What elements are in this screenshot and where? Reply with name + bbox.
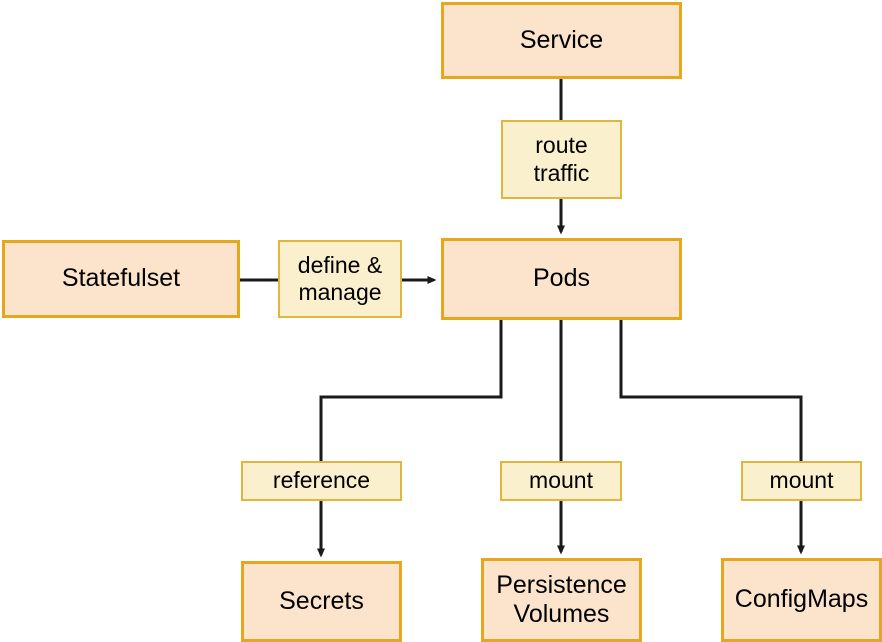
edge-label-route-traffic[interactable]: route traffic: [501, 120, 622, 199]
node-service[interactable]: Service: [441, 2, 682, 79]
edge-label-route-traffic-text: route traffic: [533, 132, 590, 186]
node-service-label: Service: [519, 25, 604, 54]
edge-label-define-manage[interactable]: define & manage: [278, 240, 402, 318]
edge-label-mount-cm[interactable]: mount: [741, 461, 862, 501]
node-configmaps[interactable]: ConfigMaps: [721, 558, 882, 642]
node-pods-label: Pods: [533, 264, 590, 293]
edge-label-define-manage-text: define & manage: [297, 251, 383, 305]
edge-pods-to-configmaps: [619, 320, 805, 555]
node-statefulset-label: Statefulset: [61, 264, 181, 293]
edge-label-mount-pv-text: mount: [529, 467, 593, 494]
node-configmaps-label: ConfigMaps: [734, 585, 869, 614]
node-secrets[interactable]: Secrets: [241, 561, 402, 642]
edge-label-reference[interactable]: reference: [241, 461, 402, 501]
node-persistence-volumes[interactable]: Persistence Volumes: [481, 558, 642, 642]
node-secrets-label: Secrets: [279, 586, 364, 615]
edge-label-mount-pv[interactable]: mount: [500, 461, 622, 501]
edge-label-reference-text: reference: [272, 467, 371, 494]
node-persistence-volumes-label: Persistence Volumes: [496, 570, 627, 629]
node-statefulset[interactable]: Statefulset: [2, 240, 240, 318]
node-pods[interactable]: Pods: [441, 238, 682, 320]
edge-label-mount-cm-text: mount: [769, 467, 834, 494]
edge-pods-to-secrets: [317, 320, 503, 558]
